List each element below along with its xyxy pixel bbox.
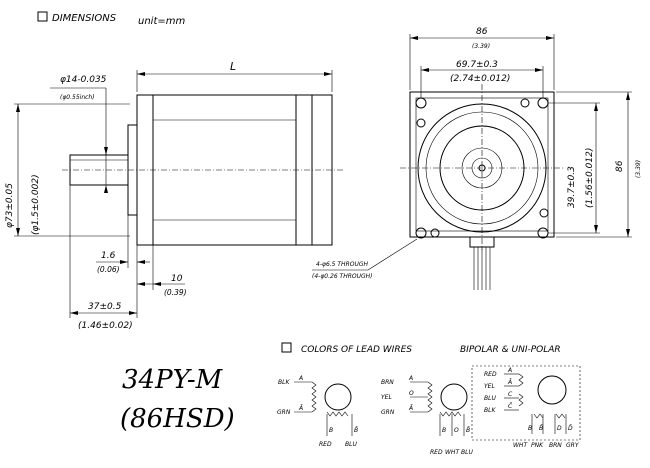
boss-dia-label: φ73±0.05 <box>5 183 15 228</box>
terminal-label: B̄ <box>466 427 470 434</box>
terminal-label: B <box>442 427 446 434</box>
terminal-label: O <box>409 390 414 397</box>
screw-icon <box>539 208 549 218</box>
terminal-label: C <box>508 391 513 398</box>
boss-length-label: 1.6 <box>101 251 116 261</box>
wire-label: GRN <box>277 409 291 416</box>
length-label: L <box>230 60 236 73</box>
flange-thickness-inch-label: (0.39) <box>164 288 187 297</box>
wire-label: BLK <box>484 407 496 414</box>
bolt-hole-icon <box>415 227 427 239</box>
shaft-dia-inch-label: (φ0.55inch) <box>60 94 95 101</box>
model-code: (86HSD) <box>120 404 235 434</box>
shaft-length-inch-label: (1.46±0.02) <box>78 321 133 331</box>
hole-note-inch-label: (4-φ0.26 THROUGH) <box>312 273 373 280</box>
wire-label: GRN <box>381 409 395 416</box>
wire-color-label: WHT <box>513 442 528 449</box>
terminal-label: C̄ <box>508 403 513 410</box>
terminal-label: B̄ <box>354 427 358 434</box>
dimensions-heading: DIMENSIONS <box>52 13 117 24</box>
wire-label: BLU <box>484 395 496 402</box>
screw-icon <box>430 228 440 238</box>
wiring-diagram-eight-lead: RED YEL BLU BLK A Ā C C̄ B B̄ D D̄ WHT P… <box>471 365 581 449</box>
shaft-dia-label: φ14-0.035 <box>60 75 107 85</box>
wire-label: YEL <box>484 383 495 390</box>
wire-label: BLK <box>278 379 290 386</box>
front-width-inch-label: (3.39) <box>472 43 490 50</box>
motor-side-view <box>62 94 345 246</box>
wire-color-label: RED <box>430 449 443 456</box>
terminal-label: B <box>528 425 532 432</box>
terminal-label: O <box>454 427 459 434</box>
terminal-label: D <box>557 425 562 432</box>
terminal-label: B <box>329 427 333 434</box>
terminal-label: Ā <box>408 405 413 412</box>
wire-color-label: BRN <box>549 442 562 449</box>
wire-color-label: GRY <box>566 442 580 449</box>
screw-icon <box>520 98 530 108</box>
wiring-diagram-bipolar: BLK GRN A Ā B B̄ RED BLU <box>277 375 358 448</box>
terminal-label: Ā <box>507 379 512 386</box>
half-pitch-label: 39.7±0.3 <box>567 166 577 208</box>
terminal-label: Ā <box>298 405 303 412</box>
bolt-hole-icon <box>415 97 427 109</box>
terminal-label: A <box>507 367 512 374</box>
terminal-label: D̄ <box>568 425 573 432</box>
boss-dia-inch-label: (φ1.5±0.002) <box>31 174 41 235</box>
boss-length-inch-label: (0.06) <box>97 265 120 274</box>
front-height-label: 86 <box>615 160 625 172</box>
wire-color-label: RED <box>319 441 332 448</box>
bolt-hole-icon <box>537 97 549 109</box>
bolt-pitch-label: 69.7±0.3 <box>456 60 498 70</box>
wire-label: YEL <box>381 394 392 401</box>
screw-icon <box>416 118 426 128</box>
wire-color-label: WHT <box>445 449 460 456</box>
model-name: 34PY-M <box>122 365 224 395</box>
lead-colors-checkbox-icon <box>281 342 292 353</box>
half-pitch-inch-label: (1.56±0.012) <box>585 148 595 208</box>
wire-label: BRN <box>381 379 394 386</box>
flange-thickness-label: 10 <box>171 274 183 284</box>
wire-color-label: BLU <box>345 441 357 448</box>
wire-color-label: PNK <box>531 442 544 449</box>
wire-color-label: BLU <box>461 449 473 456</box>
terminal-label: A <box>298 375 303 382</box>
wire-label: RED <box>484 371 497 378</box>
unit-label: unit=mm <box>138 16 185 27</box>
front-width-label: 86 <box>476 27 488 37</box>
bolt-pitch-inch-label: (2.74±0.012) <box>450 74 510 84</box>
dimensions-checkbox-icon <box>37 11 48 22</box>
wiring-diagram-six-lead: BRN YEL GRN A O Ā B O B̄ RED WHT BLU <box>381 375 473 456</box>
polar-heading: BIPOLAR & UNI-POLAR <box>460 345 561 355</box>
terminal-label: A <box>408 375 413 382</box>
lead-colors-heading: COLORS OF LEAD WIRES <box>301 345 412 355</box>
shaft-length-label: 37±0.5 <box>88 302 122 312</box>
hole-note-label: 4-φ6.5 THROUGH <box>316 261 368 268</box>
motor-front-view <box>400 84 565 290</box>
front-height-inch-label: (3.39) <box>635 160 642 178</box>
terminal-label: B̄ <box>539 425 543 432</box>
